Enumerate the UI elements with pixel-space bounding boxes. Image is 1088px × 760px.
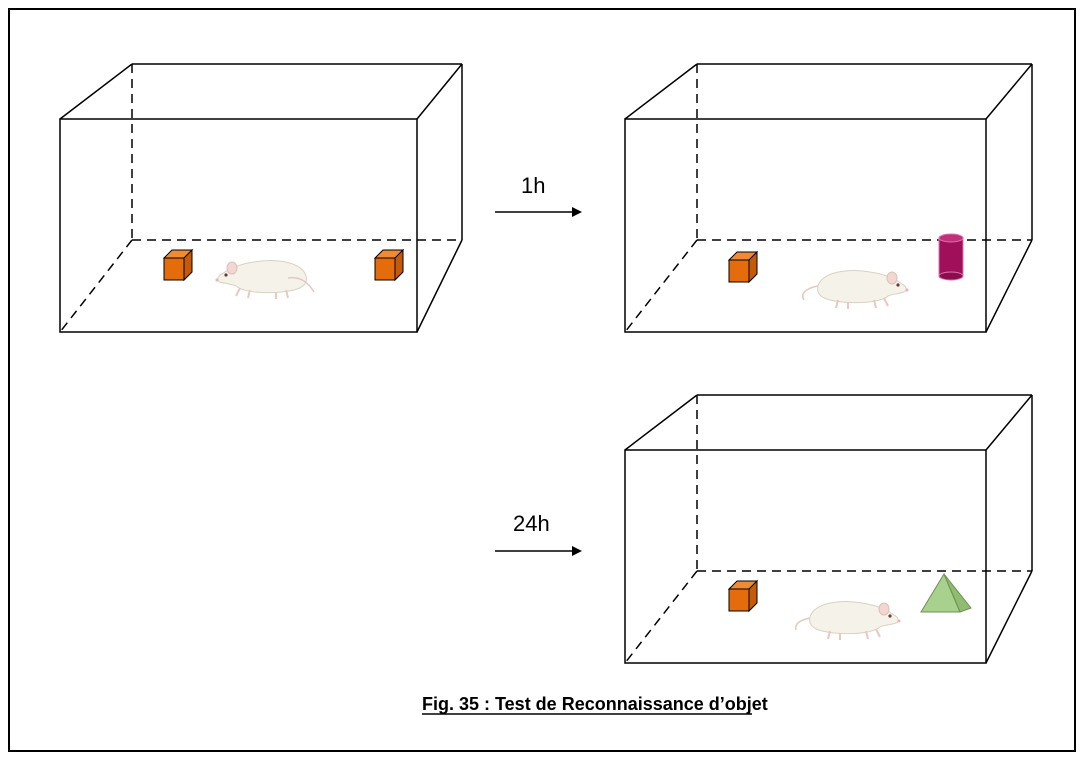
cylinder-object <box>938 233 964 281</box>
cube-object <box>728 580 758 612</box>
arena-training <box>59 63 463 333</box>
arena-test-24h <box>624 394 1033 664</box>
arrow-label-1h: 1h <box>521 173 545 198</box>
pyramid-object <box>920 572 972 613</box>
figure-caption: Fig. 35 : Test de Reconnaissance d’objet <box>422 694 768 714</box>
cube-object <box>374 249 404 281</box>
cube-object <box>163 249 193 281</box>
arrow-24h: 24h <box>495 511 582 556</box>
cube-object <box>728 251 758 283</box>
rat-image <box>808 600 902 641</box>
arrow-1h: 1h <box>495 173 582 217</box>
arrow-label-24h: 24h <box>513 511 550 536</box>
figure-frame <box>8 8 1076 752</box>
rat-image <box>214 259 308 300</box>
arena-test-1h <box>624 63 1033 333</box>
rat-image <box>816 269 910 310</box>
